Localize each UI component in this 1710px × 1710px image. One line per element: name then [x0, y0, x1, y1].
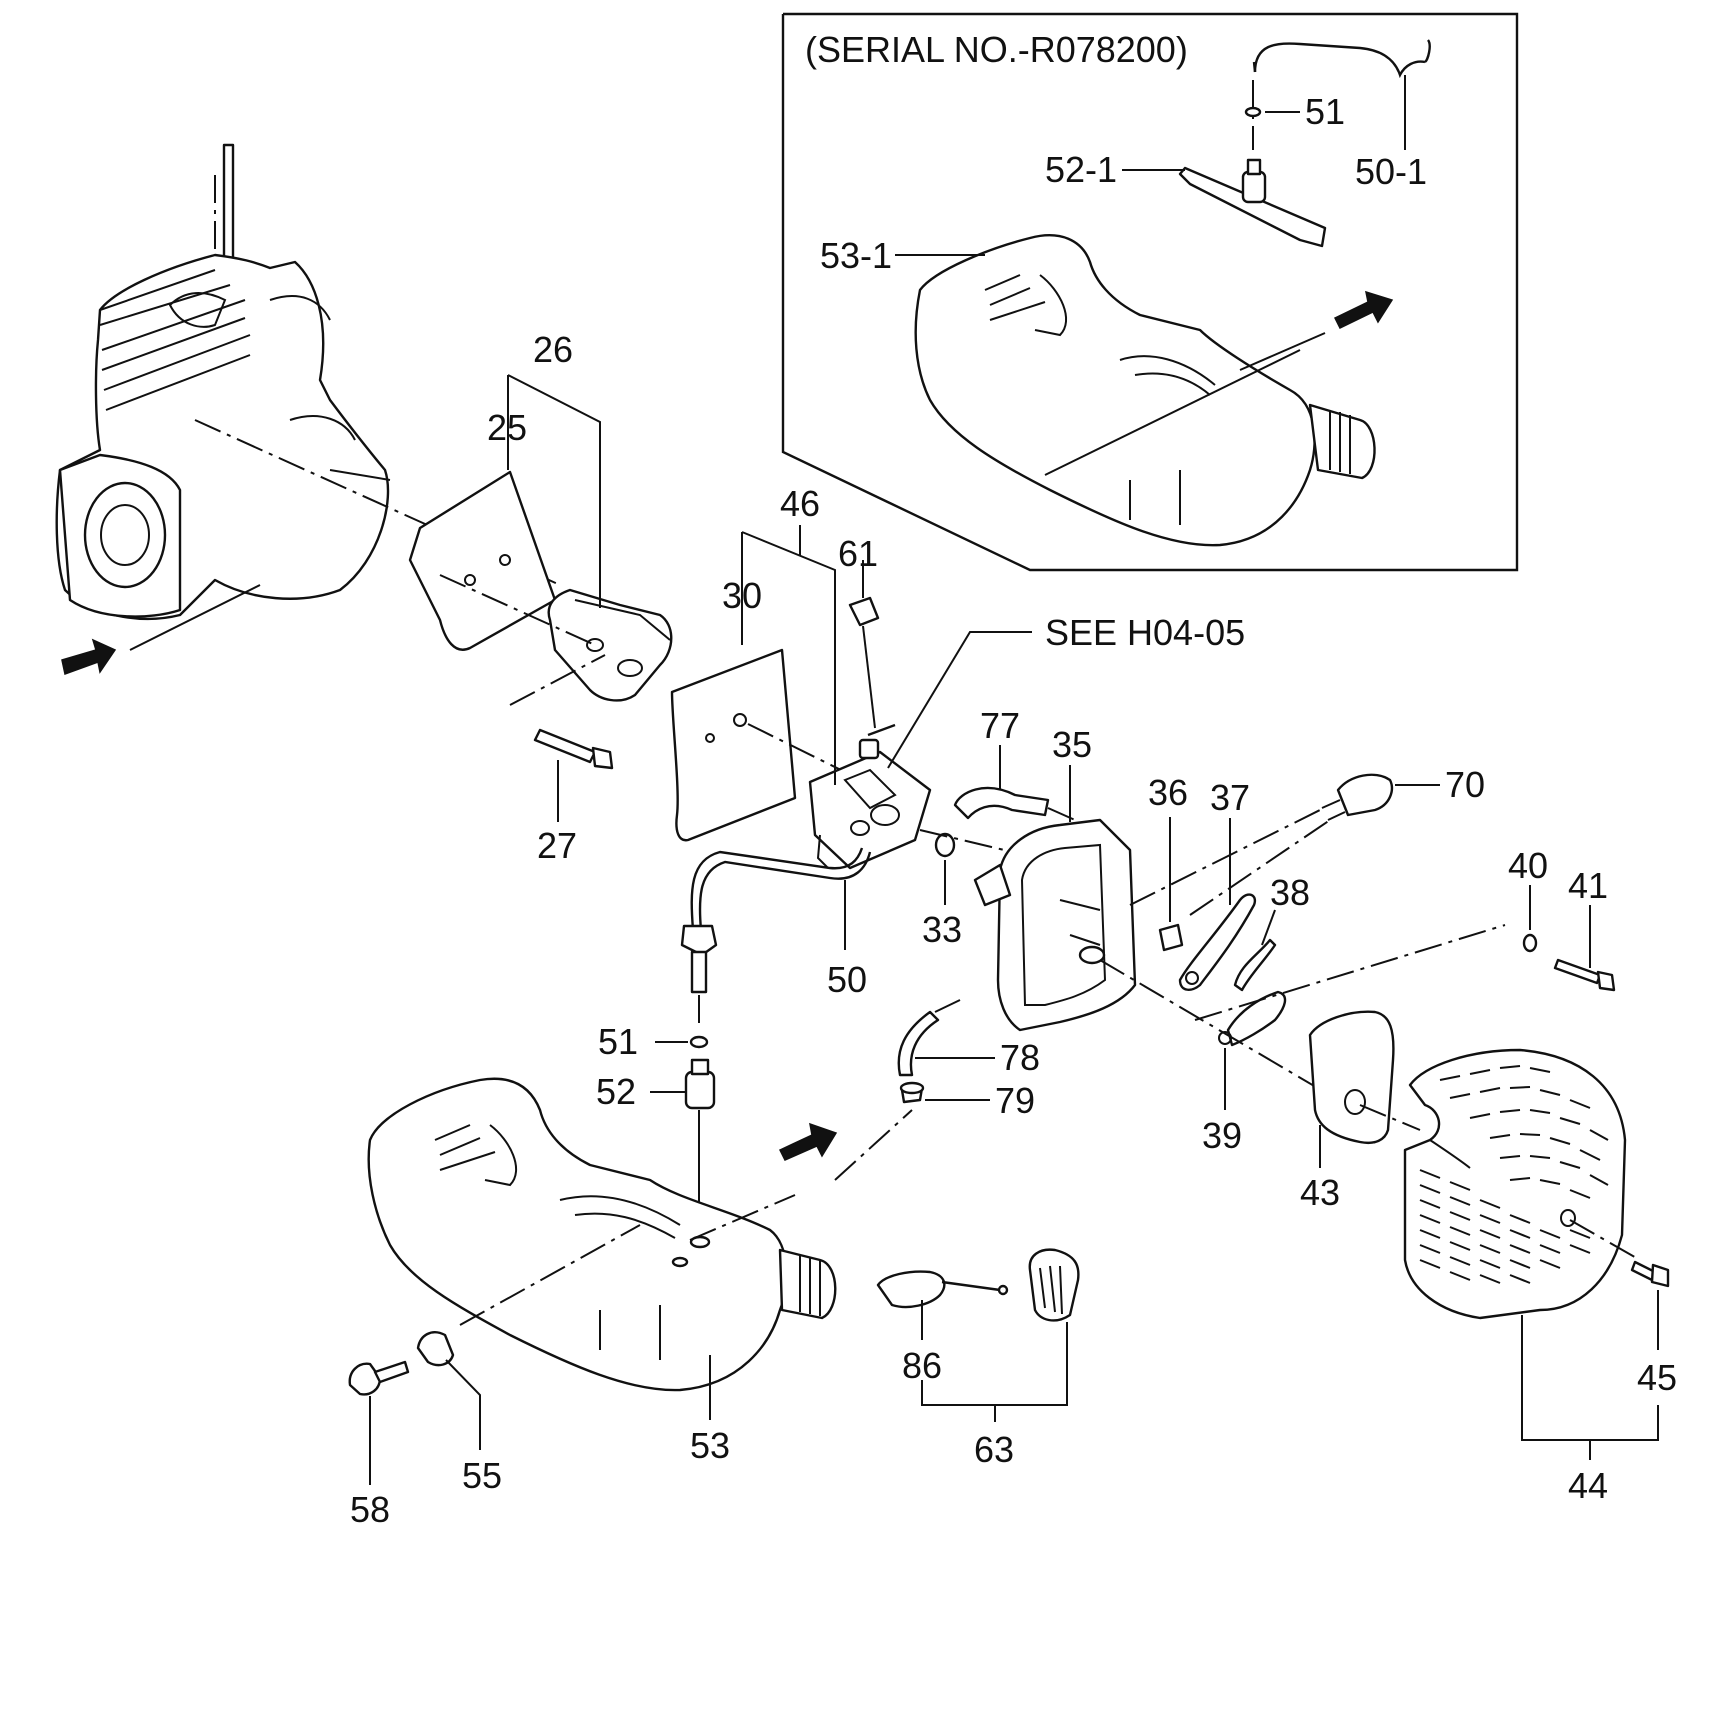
tank-cap [1028, 1248, 1080, 1322]
label-37: 37 [1210, 777, 1250, 818]
label-63: 63 [974, 1429, 1014, 1470]
label-51: 51 [598, 1021, 638, 1062]
label-50-1: 50-1 [1355, 151, 1427, 192]
label-77: 77 [980, 705, 1020, 746]
clip-61 [848, 596, 880, 627]
label-46: 46 [780, 483, 820, 524]
gasket-30 [670, 648, 797, 842]
label-40: 40 [1508, 845, 1548, 886]
label-58: 58 [350, 1489, 390, 1530]
label-55: 55 [462, 1455, 502, 1496]
engine-body [55, 143, 561, 621]
label-78: 78 [1000, 1037, 1040, 1078]
label-52: 52 [596, 1071, 636, 1112]
label-38: 38 [1270, 872, 1310, 913]
inset-fuel-filter [1178, 166, 1327, 248]
see-reference: SEE H04-05 [1045, 612, 1245, 653]
carburetor [808, 723, 932, 870]
air-cleaner-case-35 [973, 818, 1137, 1032]
bolt-27 [533, 728, 614, 770]
label-86: 86 [902, 1345, 942, 1386]
label-26: 26 [533, 329, 573, 370]
label-45: 45 [1637, 1357, 1677, 1398]
label-53-1: 53-1 [820, 235, 892, 276]
spacer-36 [1158, 923, 1184, 952]
bolt-41 [1553, 958, 1616, 992]
label-61: 61 [838, 533, 878, 574]
label-79: 79 [995, 1080, 1035, 1121]
retainer-86 [876, 1270, 1009, 1309]
label-52-1: 52-1 [1045, 149, 1117, 190]
oring-33 [934, 832, 956, 858]
inset-note: (SERIAL NO.-R078200) [805, 29, 1188, 70]
fuel-tank-53 [367, 1077, 837, 1392]
air-element-43 [1308, 1010, 1395, 1144]
bracket-39 [1218, 990, 1287, 1047]
inset-fuel-hose [1253, 42, 1426, 79]
label-50: 50 [827, 959, 867, 1000]
label-43: 43 [1300, 1172, 1340, 1213]
hose-77 [953, 786, 1050, 820]
label-53: 53 [690, 1425, 730, 1466]
hose-78 [897, 1010, 940, 1077]
label-33: 33 [922, 909, 962, 950]
label-44: 44 [1568, 1465, 1608, 1506]
bolt-58 [348, 1360, 410, 1396]
fuel-hose-50 [680, 847, 872, 994]
gasket-25 [408, 470, 557, 651]
inset-fuel-tank [914, 234, 1376, 547]
screw-45 [1630, 1260, 1670, 1288]
grommet-79 [899, 1081, 925, 1104]
label-35: 35 [1052, 724, 1092, 765]
label-41: 41 [1568, 865, 1608, 906]
oring-51 [689, 1035, 709, 1049]
plate-37 [1178, 893, 1257, 991]
label-30: 30 [722, 575, 762, 616]
label-39: 39 [1202, 1115, 1242, 1156]
fuel-filter-52 [684, 1058, 716, 1110]
label-36: 36 [1148, 772, 1188, 813]
cap-55 [416, 1331, 455, 1367]
label-27: 27 [537, 825, 577, 866]
label-51-inset: 51 [1305, 91, 1345, 132]
air-cleaner-cover-44 [1403, 1048, 1627, 1320]
primer-70 [1321, 773, 1394, 821]
inset-panel: (SERIAL NO.-R078200) [781, 12, 1519, 572]
clip-38 [1233, 938, 1277, 992]
washer-40 [1522, 933, 1538, 953]
insulator-26 [547, 588, 673, 702]
label-70: 70 [1445, 764, 1485, 805]
label-25: 25 [487, 407, 527, 448]
